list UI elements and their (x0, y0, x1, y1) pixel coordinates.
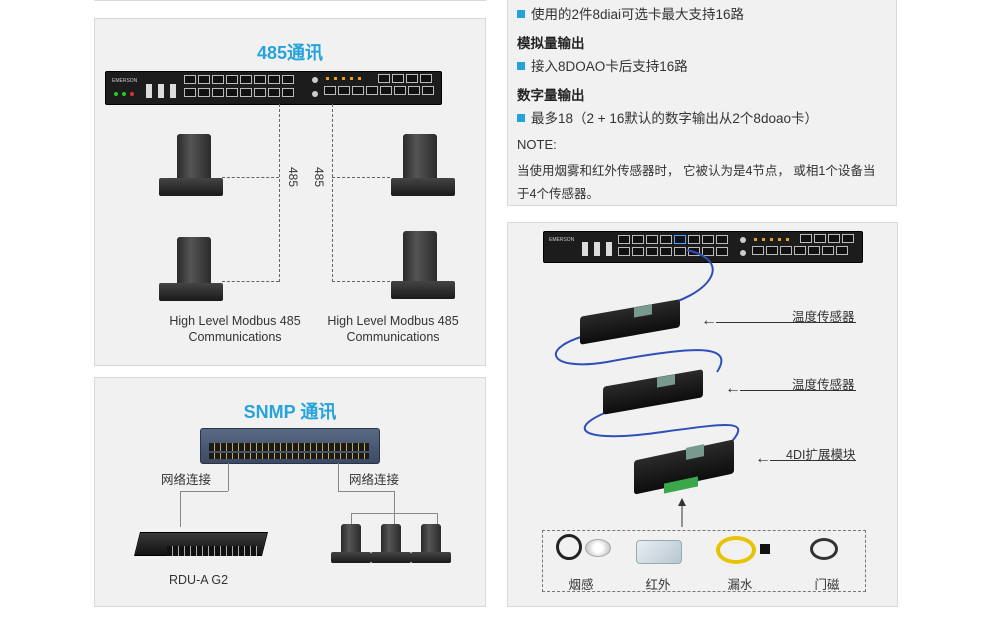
caption-right: High Level Modbus 485 Communications (327, 314, 459, 344)
arrow-left-icon: ← (725, 380, 741, 397)
label-di-module: 4DI扩展模块 (786, 448, 856, 462)
bus-label-left: 485 (286, 167, 300, 188)
arrow-left-icon: ← (755, 450, 771, 467)
rack-ports-right (324, 86, 434, 98)
note-line-2: 于4个传感器。 (517, 187, 599, 201)
temp-sensor-module-2 (603, 369, 707, 415)
bus-label-right: 485 (312, 167, 326, 188)
network-switch (200, 428, 380, 464)
label-temp-sensor-2: 温度传感器 (792, 378, 855, 392)
ups-small-1 (331, 524, 371, 564)
bus-line-left (279, 104, 280, 282)
rdu-device-label: RDU-A G2 (169, 573, 229, 587)
infrared-sensor-icon (636, 540, 682, 564)
label-temp-sensor-1: 温度传感器 (792, 310, 855, 324)
spec-line-digital: 最多18（2 + 16默认的数字输出从2个8doao卡） (517, 107, 818, 127)
rdu-rack-unit-2: EMERSON (543, 231, 863, 263)
bullet-icon (517, 62, 525, 70)
ups-device-bl (159, 237, 223, 303)
peripheral-sensor-box (542, 530, 866, 592)
ups-device-br (391, 231, 455, 301)
top-divider (94, 0, 486, 1)
bus-line-right (332, 104, 333, 282)
panel-snmp: SNMP 通讯 网络连接 网络连接 RDU-A G2 (94, 377, 486, 607)
door-magnet-icon (810, 538, 838, 560)
panel-485-title: 485通讯 (256, 43, 324, 63)
note-title: NOTE: (517, 137, 557, 152)
device-label-water: 漏水 (727, 578, 753, 592)
rdu-a-g2-device (134, 524, 268, 564)
brand-logo: EMERSON (112, 78, 138, 84)
water-leak-sensor-icon (716, 536, 756, 564)
ups-device-tl (159, 134, 223, 198)
ups-device-tr (391, 134, 455, 198)
panel-snmp-title: SNMP 通讯 (243, 402, 337, 422)
device-label-smoke: 烟感 (568, 578, 594, 592)
ups-small-3 (411, 524, 451, 564)
heading-analog-output: 模拟量输出 (517, 36, 585, 51)
spec-line-analog: 接入8DOAO卡后支持16路 (517, 55, 688, 75)
bullet-icon (517, 10, 525, 18)
device-label-infrared: 红外 (645, 578, 671, 592)
cable-coil-icon (556, 534, 582, 560)
rdu-rack-unit: EMERSON (105, 71, 442, 105)
di-expansion-module (634, 439, 738, 498)
bullet-icon (517, 114, 525, 122)
temp-sensor-module-1 (580, 299, 684, 345)
smoke-detector-icon (585, 539, 611, 557)
conn-label-right: 网络连接 (347, 469, 402, 488)
arrow-left-icon: ← (701, 312, 717, 329)
spec-line-top: 使用的2件8diai可选卡最大支持16路 (517, 3, 744, 23)
rack-ports-block (184, 75, 304, 101)
caption-left: High Level Modbus 485 Communications (169, 314, 301, 344)
conn-label-left: 网络连接 (159, 469, 214, 488)
note-line-1: 当使用烟雾和红外传感器时， 它被认为是4节点， 或相1个设备当 (517, 164, 876, 178)
spec-text-panel (507, 0, 897, 206)
panel-485: 485通讯 EMERSON 485 485 (94, 18, 486, 366)
device-label-door: 门磁 (814, 578, 840, 592)
ups-small-2 (371, 524, 411, 564)
heading-digital-output: 数字量输出 (517, 88, 585, 103)
